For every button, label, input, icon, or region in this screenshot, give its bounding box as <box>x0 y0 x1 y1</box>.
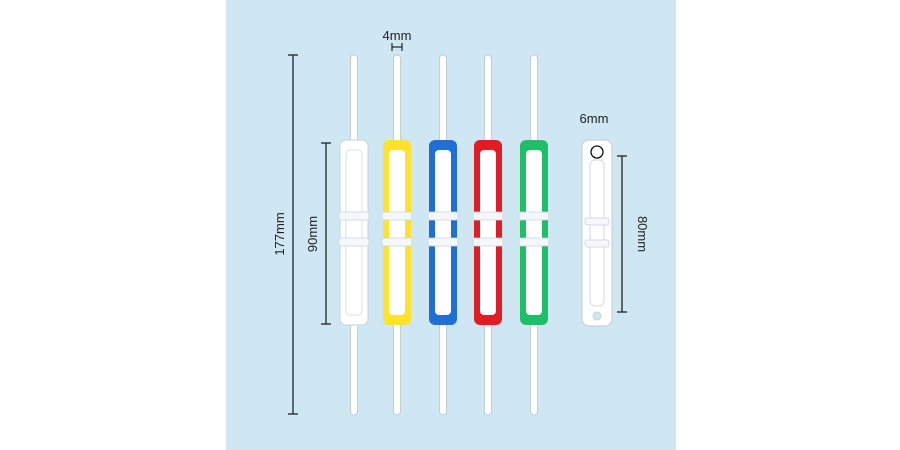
total-length-label: 177mm <box>272 212 287 255</box>
total-length-dimension <box>288 54 298 415</box>
fastener-slot <box>526 150 542 315</box>
fastener <box>338 54 370 416</box>
fastener-band-top <box>518 211 550 221</box>
fastener-band-bottom <box>427 237 459 247</box>
fastener-band-bottom <box>518 237 550 247</box>
fastener-slot <box>345 149 363 316</box>
loose-clip-slot <box>589 159 605 307</box>
loose-clip-band-top <box>584 217 610 226</box>
body-length-dimension <box>321 142 331 325</box>
fastener-slot <box>435 150 451 315</box>
loose-clip-body <box>581 139 613 327</box>
hole-diameter-label: 6mm <box>580 111 609 126</box>
paper-fasteners-illustration: 177mm 90mm 4mm 6mm 80mm <box>226 0 676 450</box>
prong-width-dimension <box>391 43 403 51</box>
hole-indicator-circle <box>590 145 604 159</box>
fastener-band-bottom <box>381 237 413 247</box>
fastener-band-top <box>338 211 370 221</box>
fastener-band-bottom <box>472 237 504 247</box>
product-image-panel: 177mm 90mm 4mm 6mm 80mm <box>226 0 676 450</box>
fastener-band-top <box>381 211 413 221</box>
fastener-slot <box>389 150 405 315</box>
fastener-band-top <box>427 211 459 221</box>
prong-width-label: 4mm <box>383 28 412 43</box>
fastener <box>472 54 504 416</box>
loose-clip-bottom-hole <box>592 311 602 321</box>
fastener-group <box>338 54 550 416</box>
loose-clip-band-bottom <box>584 239 610 248</box>
fastener <box>518 54 550 416</box>
fastener <box>381 54 413 416</box>
fastener <box>427 54 459 416</box>
fastener-band-bottom <box>338 237 370 247</box>
fastener-slot <box>480 150 496 315</box>
clip-length-dimension <box>617 155 627 313</box>
fastener-band-top <box>472 211 504 221</box>
clip-length-label: 80mm <box>635 216 650 252</box>
loose-clip <box>581 139 613 327</box>
body-length-label: 90mm <box>305 216 320 252</box>
